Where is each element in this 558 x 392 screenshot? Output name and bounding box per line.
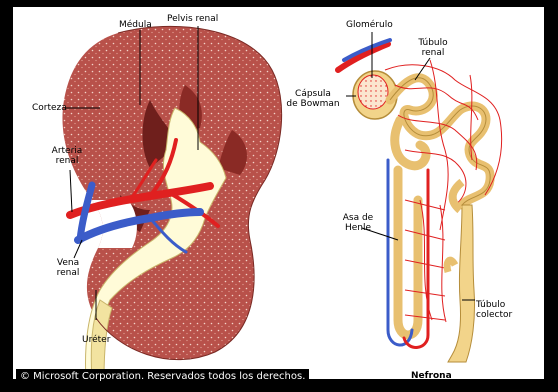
label-tubulo-colector-1: Túbulo — [476, 300, 505, 310]
copyright-notice: © Microsoft Corporation. Reservados todo… — [16, 369, 309, 384]
label-pelvis-renal: Pelvis renal — [167, 14, 218, 24]
collecting-duct — [448, 205, 475, 362]
label-asa-henle-2: Henle — [334, 223, 382, 233]
label-tubulo-renal-1: Túbulo — [410, 38, 456, 48]
label-tubulo-colector-2: colector — [476, 310, 512, 320]
label-tubulo-renal-2: renal — [410, 48, 456, 58]
label-capsula-bowman-2: de Bowman — [282, 99, 344, 109]
kidney — [62, 26, 281, 380]
label-medula: Médula — [119, 20, 152, 30]
renal-tubule — [390, 78, 490, 205]
label-asa-henle-1: Asa de — [334, 213, 382, 223]
label-capsula-bowman-1: Cápsula — [282, 89, 344, 99]
label-ureter: Uréter — [82, 335, 110, 345]
label-corteza: Corteza — [32, 103, 67, 113]
loop-of-henle — [388, 160, 428, 347]
label-nefrona: Nefrona — [411, 371, 452, 381]
efferent-arteriole — [344, 40, 390, 60]
label-arteria-renal-2: renal — [44, 156, 90, 166]
label-vena-renal-1: Vena — [48, 258, 88, 268]
label-vena-renal-2: renal — [48, 268, 88, 278]
label-glomerulo: Glomérulo — [346, 20, 393, 30]
label-arteria-renal-1: Arteria — [44, 146, 90, 156]
